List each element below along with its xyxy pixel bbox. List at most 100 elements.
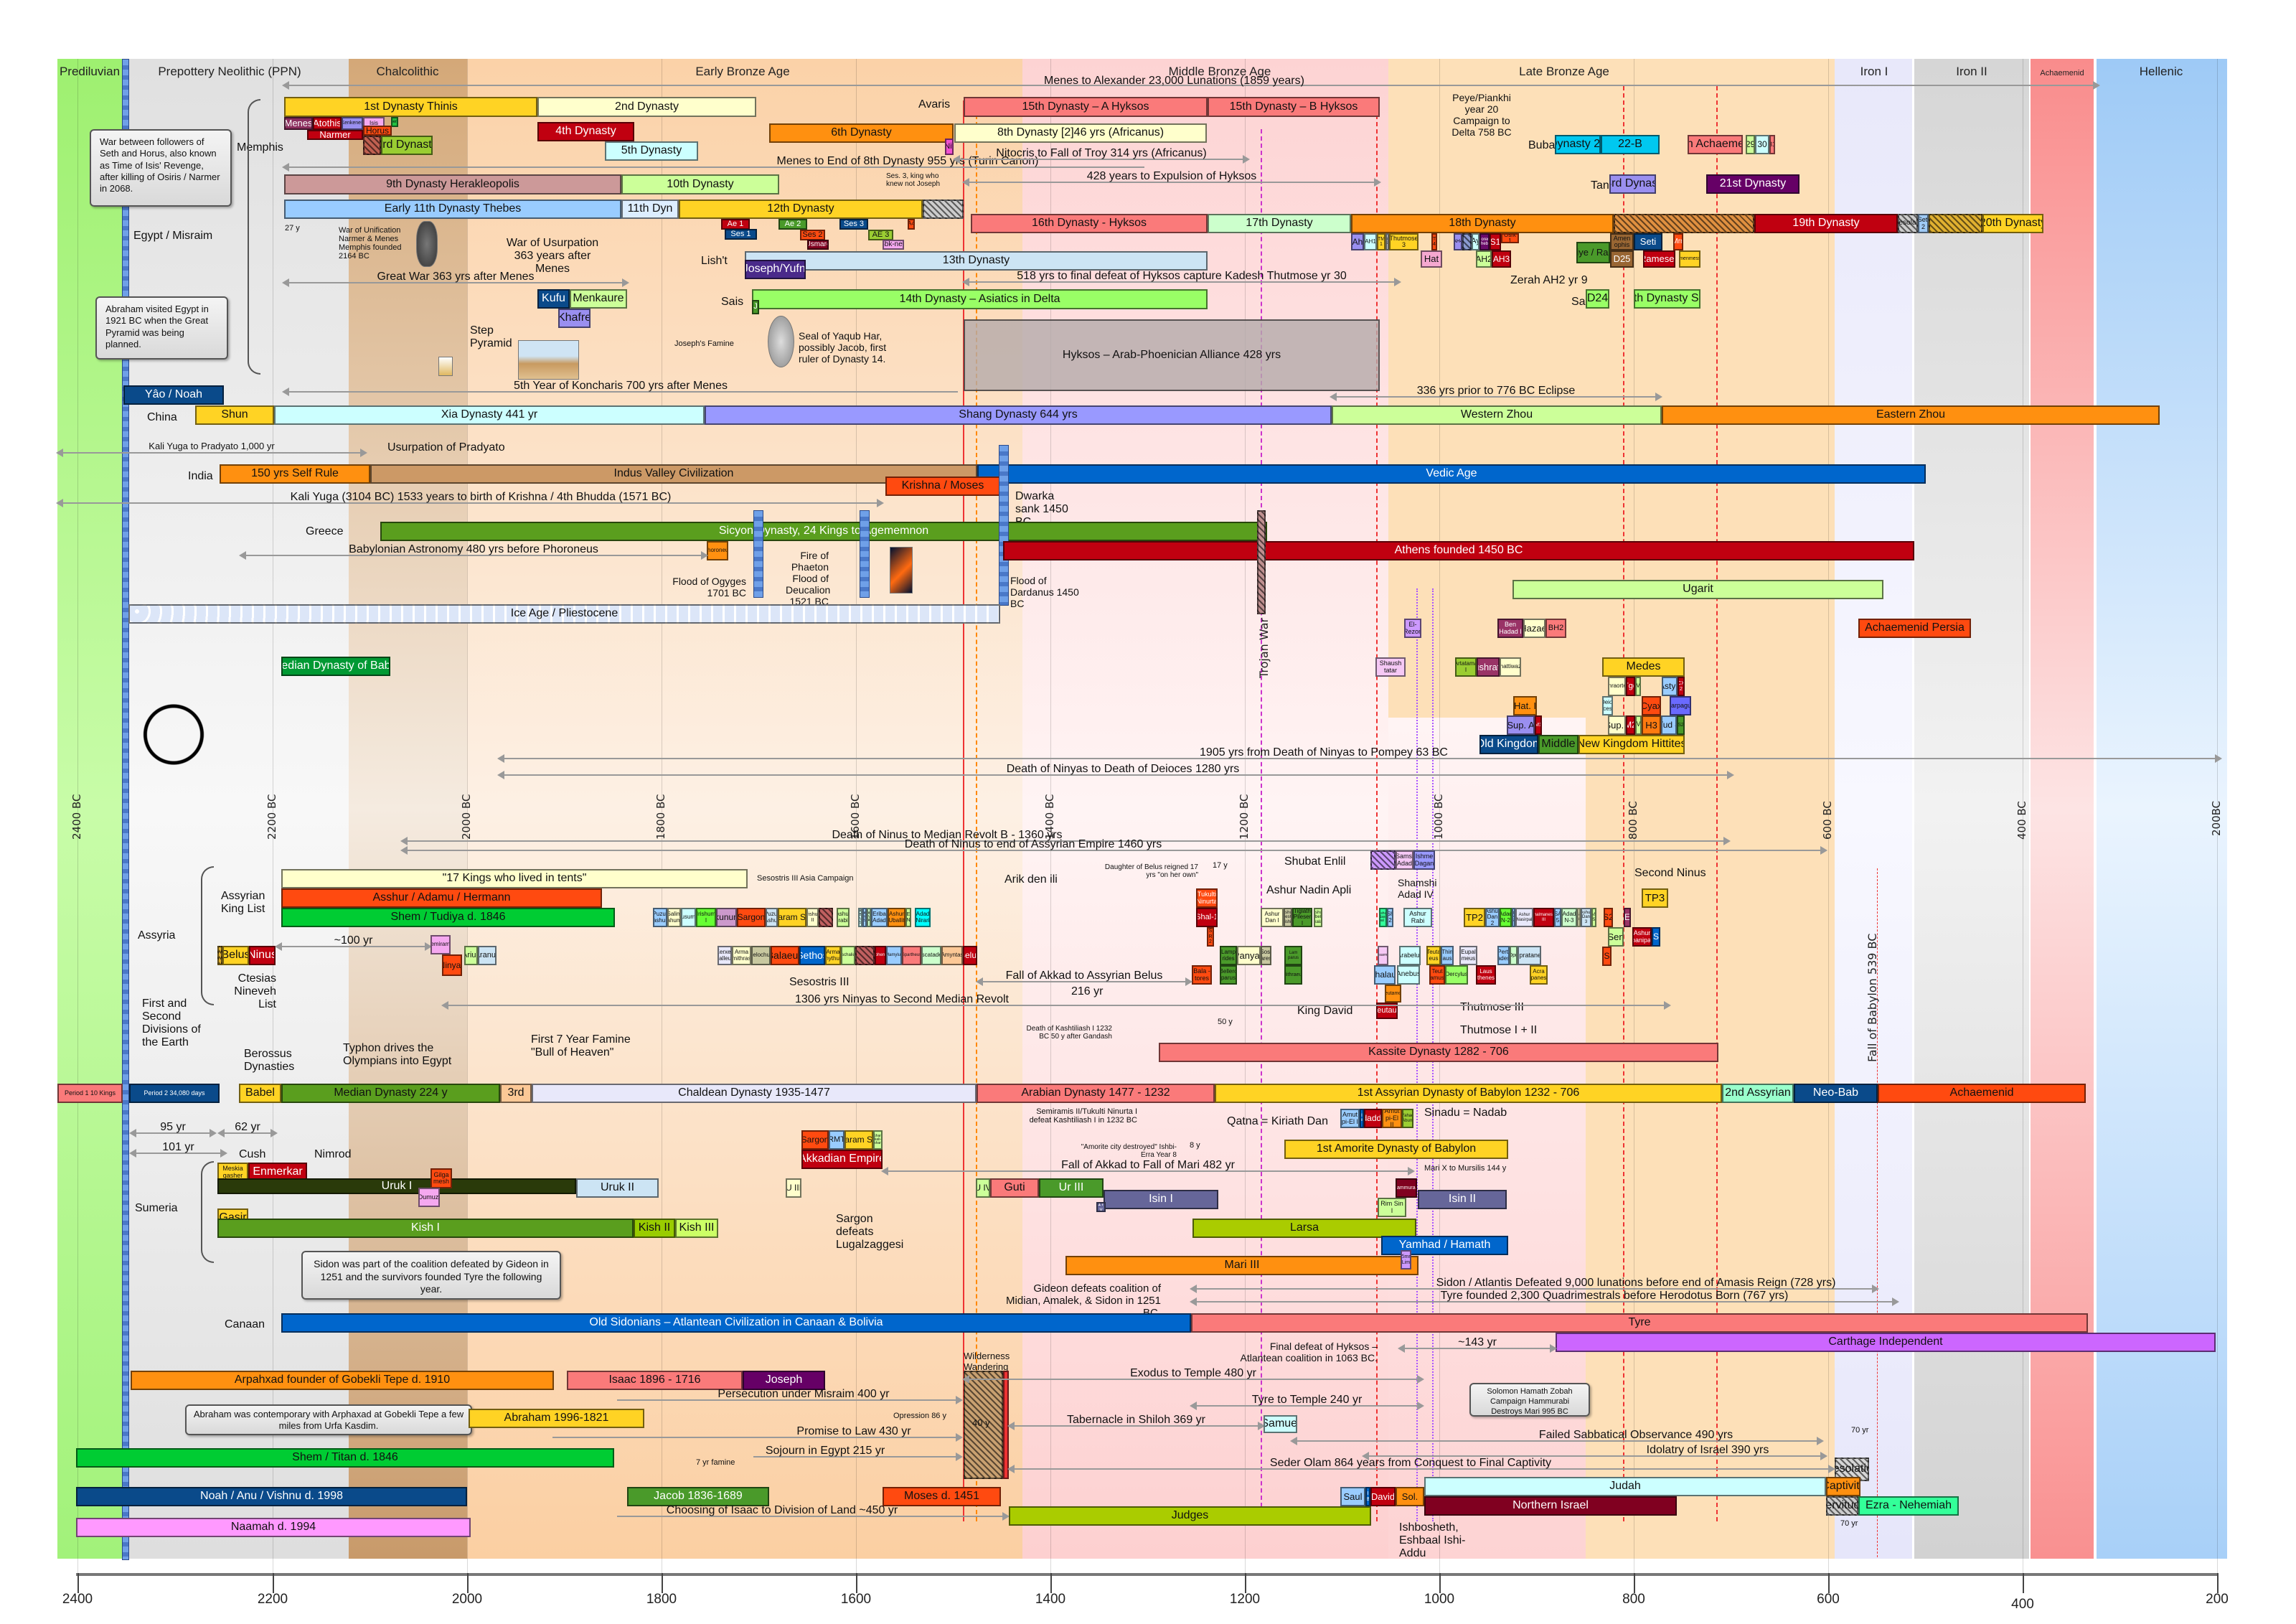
bar-tud4[interactable]: Tud 4 xyxy=(1661,715,1677,735)
bar-harpagus[interactable]: Harpagus xyxy=(1670,696,1691,715)
bar-17y[interactable]: 17 y xyxy=(1096,1202,1106,1212)
bar-hat[interactable]: Hat xyxy=(1421,250,1442,268)
bar-12th-dynasty[interactable]: 12th Dynasty xyxy=(679,200,923,219)
bar-21st-dynasty[interactable]: 21st Dynasty xyxy=(1706,174,1799,194)
bar-moses[interactable]: Moses d. 1451 xyxy=(883,1487,1001,1506)
bar-ben-hadad[interactable]: Ben Hadad I xyxy=(1497,619,1523,638)
bar-ashur-dan-3[interactable]: Ashur Dan 3 xyxy=(1581,908,1591,927)
bar-hammurabi[interactable]: Hammurabi xyxy=(1396,1178,1417,1198)
bar-13th-dynasty[interactable]: 13th Dynasty xyxy=(745,251,1208,271)
bar-16th-dynasty[interactable]: 16th Dynasty - Hyksos xyxy=(971,214,1208,233)
bar-desolate[interactable]: Desolate xyxy=(1898,214,1918,233)
bar-ae1[interactable]: Ae 1 xyxy=(721,219,750,230)
bar-s1[interactable]: S1 xyxy=(1490,233,1501,250)
bar-sargon-akkad[interactable]: Sargon xyxy=(801,1130,829,1150)
bar-26th-dynasty[interactable]: 26th Dynasty Sais xyxy=(1634,289,1700,309)
bar-tukulti-ninurta[interactable]: Tukulti Ninurta xyxy=(1196,888,1218,908)
bar-10th-dynasty[interactable]: 10th Dynasty xyxy=(621,174,779,194)
bar-judah[interactable]: Judah xyxy=(1424,1477,1826,1496)
bar-tm2[interactable]: TM 2 xyxy=(1385,233,1389,250)
bar-athens[interactable]: Athens founded 1450 BC xyxy=(1003,541,1914,560)
bar-ah1[interactable]: AH1 xyxy=(1364,233,1377,250)
bar-spherus[interactable]: Spherus xyxy=(875,946,886,965)
bar-ah2[interactable]: AH2 xyxy=(1476,250,1492,268)
bar-cx2[interactable]: CX 2 xyxy=(1678,677,1685,696)
bar-18th-dynasty[interactable]: 18th Dynasty xyxy=(1351,214,1614,233)
bar-solomon[interactable]: Sol. xyxy=(1396,1487,1424,1506)
bar-11th-dyn[interactable]: 11th Dyn xyxy=(621,200,679,219)
bar-ashur-rabi[interactable]: Ashur rabi xyxy=(837,908,850,927)
bar-shun[interactable]: Shun xyxy=(195,405,274,425)
bar-tp3[interactable]: TP3 xyxy=(1642,888,1668,908)
bar-kassite[interactable]: Kassite Dynasty 1282 - 706 xyxy=(1159,1043,1718,1062)
bar-period-2[interactable]: Period 2 34,080 days xyxy=(129,1084,220,1103)
bar-belochus[interactable]: Belochus xyxy=(751,946,771,965)
bar-thutmose3[interactable]: Thutmose 3 xyxy=(1389,233,1418,250)
bar-rameses[interactable]: Rameses xyxy=(1643,250,1675,268)
bar-arma-mithras[interactable]: Arma mithras xyxy=(732,946,751,965)
bar-sbk-nefr[interactable]: Sbk-nefr xyxy=(883,240,904,250)
bar-teutamus[interactable]: Teut amus xyxy=(1429,965,1445,985)
bar-semiramis[interactable]: Semiramis xyxy=(430,935,451,954)
bar-ashur-nasirpal-1[interactable]: Ashur Nasir pal 1 xyxy=(1379,908,1387,927)
bar-mrn[interactable]: Mrn xyxy=(1673,233,1683,250)
bar-ah[interactable]: Ah xyxy=(1351,233,1364,250)
bar-ia[interactable]: I A xyxy=(1360,1109,1364,1128)
bar-sh4[interactable]: Sh 4 xyxy=(1577,908,1581,927)
bar-astyg[interactable]: Astyg xyxy=(1662,677,1678,696)
bar-ae3[interactable]: AE 3 xyxy=(868,230,893,240)
bar-carthage[interactable]: Carthage Independent xyxy=(1556,1333,2216,1352)
bar-hyksos-alliance[interactable]: Hyksos – Arab-Phoenician Alliance 428 yr… xyxy=(964,319,1380,391)
bar-17-kings[interactable]: "17 Kings who lived in tents" xyxy=(281,869,748,888)
bar-19th-dynasty[interactable]: 19th Dynasty xyxy=(1754,214,1898,233)
bar-s-blue[interactable]: S xyxy=(1652,927,1660,947)
bar-adad-nirari[interactable]: Adad Nirari xyxy=(915,908,931,927)
bar-horemheb[interactable]: Horem heb xyxy=(1479,233,1490,250)
bar-middle[interactable]: Middle xyxy=(1538,735,1578,754)
bar-phoroneus[interactable]: Phoroneus xyxy=(707,541,728,560)
bar-teutaeus[interactable]: Teuta eus xyxy=(1426,946,1441,965)
bar-isin-2[interactable]: Isin II xyxy=(1418,1190,1507,1209)
bar-lamprides[interactable]: Lamp rides xyxy=(1220,946,1237,965)
bar-amut-pi-el-1[interactable]: Amut pi-El I xyxy=(1340,1109,1360,1128)
bar-2nd-dynasty[interactable]: 2nd Dynasty xyxy=(537,97,756,117)
bar-belus-2[interactable]: Belus xyxy=(963,946,977,965)
bar-mithraeus[interactable]: Mithraeus xyxy=(1284,965,1302,985)
bar-neo-bab[interactable]: Neo-Bab xyxy=(1794,1084,1878,1103)
bar-jacob[interactable]: Jacob 1836-1689 xyxy=(627,1487,769,1506)
bar-an5[interactable]: AN 5 xyxy=(1591,908,1596,927)
bar-arpahxad[interactable]: Arpahxad founder of Gobekli Tepe d. 1910 xyxy=(131,1371,554,1390)
bar-judges[interactable]: Judges xyxy=(1009,1506,1371,1526)
bar-kufu[interactable]: Kufu xyxy=(537,289,570,309)
bar-ses2[interactable]: Ses 2 xyxy=(800,230,825,240)
bar-ay[interactable]: Ay xyxy=(1472,233,1479,250)
bar-sosarmus[interactable]: Sosarmus xyxy=(1378,946,1388,965)
bar-larsa[interactable]: Larsa xyxy=(1192,1219,1416,1238)
bar-ae2[interactable]: Ae 2 xyxy=(778,219,807,230)
bar-naram-sin[interactable]: Naram Sin xyxy=(778,908,806,927)
bar-en[interactable]: E N xyxy=(905,908,911,927)
bar-yao-noah[interactable]: Yâo / Noah xyxy=(123,385,224,405)
bar-guti[interactable]: Guti xyxy=(990,1178,1039,1198)
bar-phraortes[interactable]: Phraortes xyxy=(1608,677,1626,696)
bar-j[interactable]: J xyxy=(752,300,759,314)
bar-27th-achaemenid[interactable]: 27th Achaemenid xyxy=(1688,135,1743,154)
bar-spartheus[interactable]: Spartheus xyxy=(902,946,921,965)
bar-ugarit[interactable]: Ugarit xyxy=(1512,580,1883,599)
bar-tushratta[interactable]: Tushratta xyxy=(1477,657,1500,677)
bar-h3[interactable]: H3 xyxy=(1642,715,1661,735)
bar-m2[interactable]: M2 xyxy=(1626,715,1635,735)
bar-isaac[interactable]: Isaac 1896 - 1716 xyxy=(567,1371,743,1390)
bar-ashur-uballit[interactable]: Ashur Uballit xyxy=(888,908,905,927)
bar-8th-dynasty[interactable]: 8th Dynasty [2]46 yrs (Africanus) xyxy=(954,123,1207,143)
bar-median-babel[interactable]: Median Dynasty of Babel xyxy=(281,657,390,676)
bar-dynasty-22[interactable]: Dynasty 22 xyxy=(1555,135,1601,154)
bar-ah3[interactable]: AH3 xyxy=(1492,250,1511,268)
bar-thinaus[interactable]: Thin aus xyxy=(1441,946,1454,965)
bar-kenkenes[interactable]: Kenkenes xyxy=(342,117,363,130)
bar-23rd-dynasty[interactable]: 23rd Dynasty xyxy=(1609,174,1656,194)
bar-early-11th[interactable]: Early 11th Dynasty Thebes xyxy=(284,200,621,219)
bar-adad-n2[interactable]: Adad N-2 xyxy=(1500,908,1512,927)
bar-ninyas[interactable]: Ninyas xyxy=(442,954,462,976)
bar-shal-1[interactable]: Shal-1 xyxy=(1196,908,1218,927)
